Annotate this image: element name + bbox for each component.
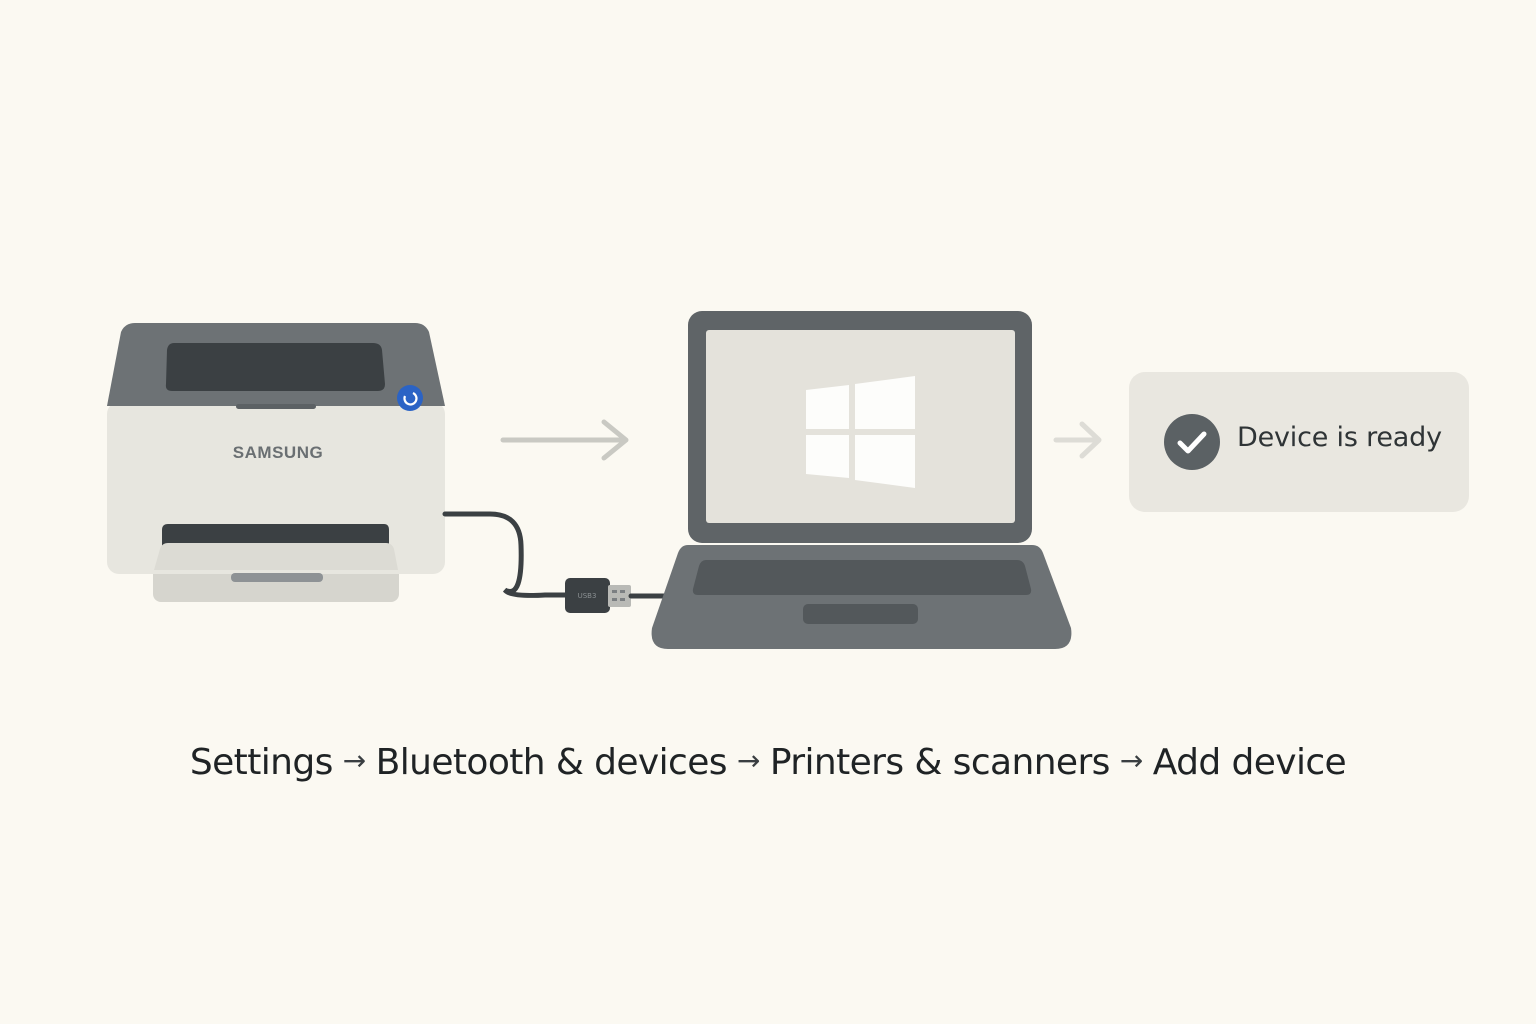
laptop xyxy=(651,311,1072,649)
printer-tray-handle xyxy=(231,573,323,582)
printer-brand-label: SAMSUNG xyxy=(233,443,323,462)
power-icon xyxy=(403,392,418,406)
usb-pin xyxy=(620,598,625,601)
status-text: Device is ready xyxy=(1237,422,1442,453)
usb-pin xyxy=(620,590,625,593)
printer-power-button xyxy=(397,385,423,411)
path-separator-icon: → xyxy=(736,744,760,777)
printer-top-slot xyxy=(165,343,385,391)
path-step-bluetooth-devices: Bluetooth & devices xyxy=(375,742,728,783)
usb-plug-label: USB3 xyxy=(578,592,597,600)
windows-logo-icon xyxy=(806,376,915,488)
usb-pin xyxy=(612,590,617,593)
path-step-add-device: Add device xyxy=(1152,742,1347,783)
printer: SAMSUNG xyxy=(107,323,445,602)
laptop-keyboard xyxy=(692,560,1032,595)
status-card: Device is ready xyxy=(1129,372,1469,512)
navigation-path: Settings→Bluetooth & devices→Printers & … xyxy=(0,742,1536,783)
arrow-laptop-to-status xyxy=(1053,421,1102,459)
usb-plug-connector xyxy=(608,585,631,607)
printer-output-tray xyxy=(154,543,398,570)
path-step-printers-scanners: Printers & scanners xyxy=(769,742,1111,783)
path-separator-icon: → xyxy=(1119,744,1143,777)
usb-pin xyxy=(612,598,617,601)
path-step-settings: Settings xyxy=(189,742,333,783)
usb-cable: USB3 xyxy=(442,511,673,613)
printer-handle xyxy=(236,404,316,409)
path-separator-icon: → xyxy=(342,744,366,777)
usb-plug-body xyxy=(565,578,610,613)
laptop-touchpad xyxy=(803,604,918,624)
check-circle-icon xyxy=(1164,414,1220,470)
cable-wire xyxy=(442,511,571,598)
arrow-printer-to-laptop xyxy=(500,419,629,461)
